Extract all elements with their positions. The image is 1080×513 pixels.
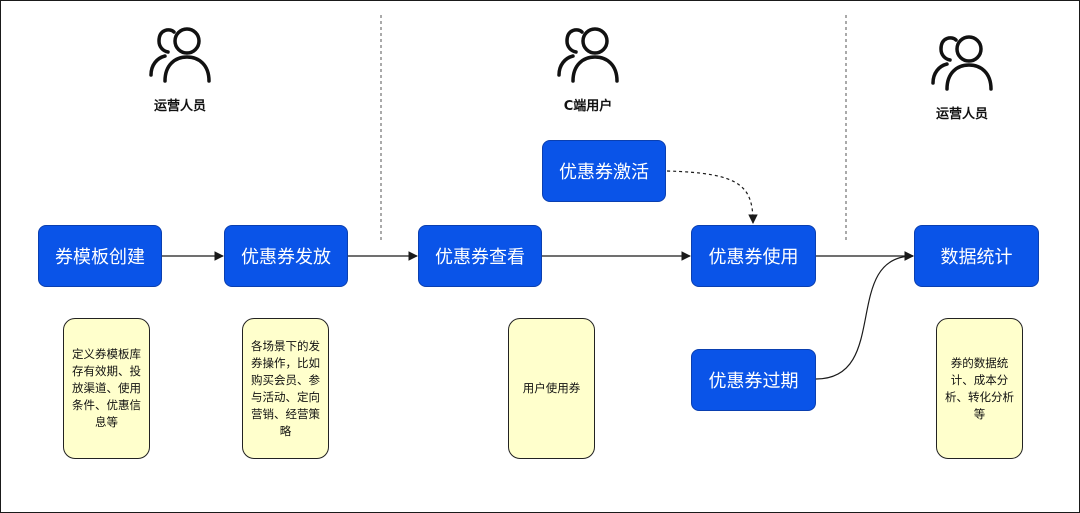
node-template-create: 券模板创建 <box>38 225 162 287</box>
note-text: 各场景下的发券操作，比如购买会员、参与活动、定向营销、经营策略 <box>251 338 320 438</box>
actor-ops-left: 运营人员 <box>120 25 240 114</box>
node-coupon-activate: 优惠券激活 <box>542 140 666 202</box>
note-text: 用户使用券 <box>522 381 581 395</box>
actor-label: 运营人员 <box>935 107 988 122</box>
actor-customer: C端用户 <box>528 25 648 114</box>
node-coupon-use: 优惠券使用 <box>691 225 816 287</box>
node-coupon-expire: 优惠券过期 <box>691 349 816 411</box>
actor-label: 运营人员 <box>153 99 206 114</box>
note-text: 券的数据统计、成本分析、转化分析等 <box>945 355 1014 421</box>
note-template-create: 定义券模板库存有效期、投放渠道、使用条件、优惠信息等 <box>63 318 150 459</box>
person-group-icon <box>931 35 993 91</box>
person-group-icon <box>557 27 619 83</box>
arrow-expire-to-stats <box>815 251 914 380</box>
actor-ops-right: 运营人员 <box>902 33 1022 122</box>
note-coupon-view: 用户使用券 <box>508 318 595 459</box>
actor-label: C端用户 <box>563 99 613 114</box>
arrow-activate-to-use <box>666 170 758 224</box>
note-data-stats: 券的数据统计、成本分析、转化分析等 <box>936 318 1023 459</box>
note-coupon-issue: 各场景下的发券操作，比如购买会员、参与活动、定向营销、经营策略 <box>242 318 329 459</box>
note-text: 定义券模板库存有效期、投放渠道、使用条件、优惠信息等 <box>72 347 141 429</box>
node-coupon-view: 优惠券查看 <box>418 225 542 287</box>
node-coupon-issue: 优惠券发放 <box>224 225 348 287</box>
person-group-icon <box>149 27 211 83</box>
node-data-stats: 数据统计 <box>914 225 1039 287</box>
